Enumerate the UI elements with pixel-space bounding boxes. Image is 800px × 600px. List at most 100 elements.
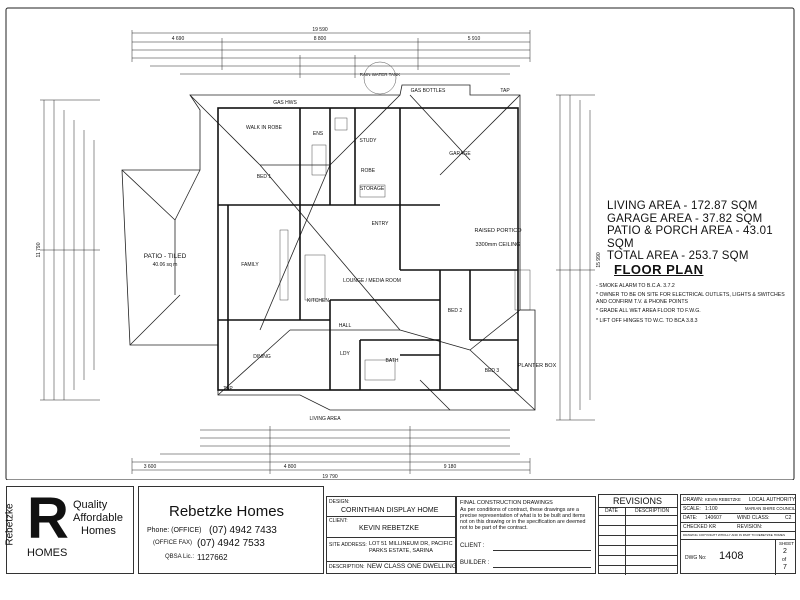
scale-value: 1:100 xyxy=(705,506,718,512)
client-value: KEVIN REBETZKE xyxy=(359,525,419,532)
company-block: Rebetzke Homes Phone: (OFFICE) (07) 4942… xyxy=(138,486,324,574)
dwg-number: 1408 xyxy=(719,550,744,562)
revisions-title: REVISIONS xyxy=(613,496,663,506)
room-robe: ROBE xyxy=(361,168,376,174)
checked-label: CHECKED xyxy=(683,524,708,530)
design-value: CORINTHIAN DISPLAY HOME xyxy=(341,507,439,514)
qbsa-value: 1127662 xyxy=(197,553,228,562)
room-ceiling: 3300mm CEILING xyxy=(476,242,521,248)
note-item: - SMOKE ALARM TO B.C.A. 3.7.2 xyxy=(596,283,675,289)
note-item: * OWNER TO BE ON SITE FOR ELECTRICAL OUT… xyxy=(596,292,785,305)
logo-block: Rebetzke R HOMES Quality Affordable Home… xyxy=(4,486,134,574)
room-storage: STORAGE xyxy=(360,186,385,192)
room-bed3: BED 3 xyxy=(485,368,500,374)
room-patio: PATIO - TILED xyxy=(144,253,187,260)
living-area-text: LIVING AREA - 172.87 SQM xyxy=(607,200,758,212)
area-summary: LIVING AREA - 172.87 SQM GARAGE AREA - 3… xyxy=(607,200,800,263)
drawing-info-block: DRAWN: KEVIN REBETZKE LOCAL AUTHORITY: S… xyxy=(680,494,797,575)
room-garage: GARAGE xyxy=(449,151,471,157)
tagline-1: Quality xyxy=(73,499,108,511)
room-rain-water-tank: RAIN WATER TANK xyxy=(360,72,401,77)
final-title: FINAL CONSTRUCTION DRAWINGS xyxy=(460,500,553,506)
final-text: As per conditions of contract, these dra… xyxy=(460,507,586,531)
dim-top-c: 5 910 xyxy=(468,36,481,42)
plan-title: FLOOR PLAN xyxy=(614,262,704,277)
fax-label: (OFFICE FAX) xyxy=(153,540,192,546)
dim-bottom-b: 4 800 xyxy=(284,464,297,470)
floor-plan-drawing: 19 590 4 690 8 800 5 910 19 790 3 600 4 … xyxy=(5,7,795,480)
room-bed2: BED 2 xyxy=(448,308,463,314)
wind-label: WIND CLASS: xyxy=(737,515,770,521)
design-label: DESIGN: xyxy=(329,499,350,505)
dim-top-a: 4 690 xyxy=(172,36,185,42)
room-tap-bottom: TAP xyxy=(223,386,233,392)
phone-label: Phone: (OFFICE) xyxy=(147,527,202,534)
final-drawings-block: FINAL CONSTRUCTION DRAWINGS As per condi… xyxy=(456,496,596,574)
room-bath: BATH xyxy=(386,358,399,364)
sheet-number: 2 xyxy=(783,548,787,555)
room-gas-hws: GAS HWS xyxy=(273,100,297,106)
notes-list: - SMOKE ALARM TO B.C.A. 3.7.2 * OWNER TO… xyxy=(596,283,791,327)
builder-label: BUILDER : xyxy=(460,560,490,566)
site-value: LOT 51 MILLINEUM DR, PACIFIC PARKS ESTAT… xyxy=(369,541,453,554)
wind-value: C2 xyxy=(785,515,792,521)
right-dimension-lines xyxy=(556,94,595,421)
room-gas-bottles: GAS BOTTLES xyxy=(411,88,446,94)
revision-label: REVISION: xyxy=(737,524,763,530)
brand-vertical-text: Rebetzke xyxy=(4,503,16,546)
room-kitchen: KITCHEN xyxy=(307,298,329,304)
client-label: CLIENT: xyxy=(329,518,348,524)
desc-value: NEW CLASS ONE DWELLING xyxy=(367,563,457,570)
total-area-text: TOTAL AREA - 253.7 SQM xyxy=(607,250,749,262)
patio-area-text: PATIO & PORCH AREA - 43.01 SQM xyxy=(607,225,773,250)
brand-homes: HOMES xyxy=(27,547,68,559)
left-dimension-lines xyxy=(40,99,100,401)
rev-date-header: DATE xyxy=(605,508,618,514)
dim-overall-top: 19 590 xyxy=(312,27,328,33)
dim-right-total: 15 990 xyxy=(596,252,602,268)
copyright-text: DRAWING COPYRIGHT WHOLLY AND IN PART TO … xyxy=(683,533,786,537)
dimension-labels: 19 590 4 690 8 800 5 910 19 790 3 600 4 … xyxy=(36,27,602,480)
rev-desc-header: DESCRIPTION xyxy=(635,508,670,514)
dim-bottom-c: 9 180 xyxy=(444,464,457,470)
room-planter-box: PLANTER BOX xyxy=(518,363,557,369)
qbsa-label: QBSA Lic.: xyxy=(165,554,195,560)
room-tap-top: TAP xyxy=(500,88,510,94)
drawn-label: DRAWN: xyxy=(683,497,704,503)
note-item: * GRADE ALL WET AREA FLOOR TO F.W.G. xyxy=(596,308,701,315)
scale-label: SCALE: xyxy=(683,506,701,512)
room-study: STUDY xyxy=(360,138,378,144)
room-family: FAMILY xyxy=(241,262,259,268)
sheet-of: of xyxy=(782,557,787,563)
desc-label: DESCRIPTION: xyxy=(329,564,365,570)
top-dimension-lines xyxy=(131,30,531,78)
dim-bottom-a: 3 600 xyxy=(144,464,157,470)
sheet-total: 7 xyxy=(783,564,787,571)
room-walk-in-robe: WALK IN ROBE xyxy=(246,125,283,131)
room-bed1: BED 1 xyxy=(257,174,272,180)
room-patio-area: 40.06 sq m xyxy=(153,262,178,268)
dim-top-b: 8 800 xyxy=(314,36,327,42)
room-living-area: LIVING AREA xyxy=(309,416,341,422)
note-item: * LIFT OFF HINGES TO W.C. TO BCA 3.8.3 xyxy=(596,317,698,324)
company-name: Rebetzke Homes xyxy=(169,503,285,520)
design-block: DESIGN: CORINTHIAN DISPLAY HOME CLIENT: … xyxy=(326,496,457,574)
dwg-label: DWG No: xyxy=(685,555,707,561)
room-hall: HALL xyxy=(339,323,352,329)
roof-outline xyxy=(121,84,536,411)
room-lounge: LOUNGE / MEDIA ROOM xyxy=(343,278,401,284)
brand-letter: R xyxy=(27,486,69,551)
bottom-dimension-lines xyxy=(131,426,531,474)
room-ens: ENS xyxy=(313,131,324,137)
room-raised-portico: RAISED PORTICO xyxy=(475,228,523,234)
local-auth-value: MARIAN SHIRE COUNCIL xyxy=(745,506,796,511)
checked-value: KR xyxy=(709,524,716,530)
phone-value: (07) 4942 7433 xyxy=(209,525,277,536)
revisions-block: REVISIONS DATE DESCRIPTION xyxy=(598,494,678,575)
tagline-3: Homes xyxy=(81,525,116,537)
room-dining: DINING xyxy=(253,354,271,360)
date-label: DATE: xyxy=(683,515,698,521)
sheet-label: SHEET xyxy=(779,541,795,546)
site-label: SITE ADDRESS: xyxy=(329,542,367,548)
local-auth-label: LOCAL AUTHORITY: xyxy=(749,497,797,503)
